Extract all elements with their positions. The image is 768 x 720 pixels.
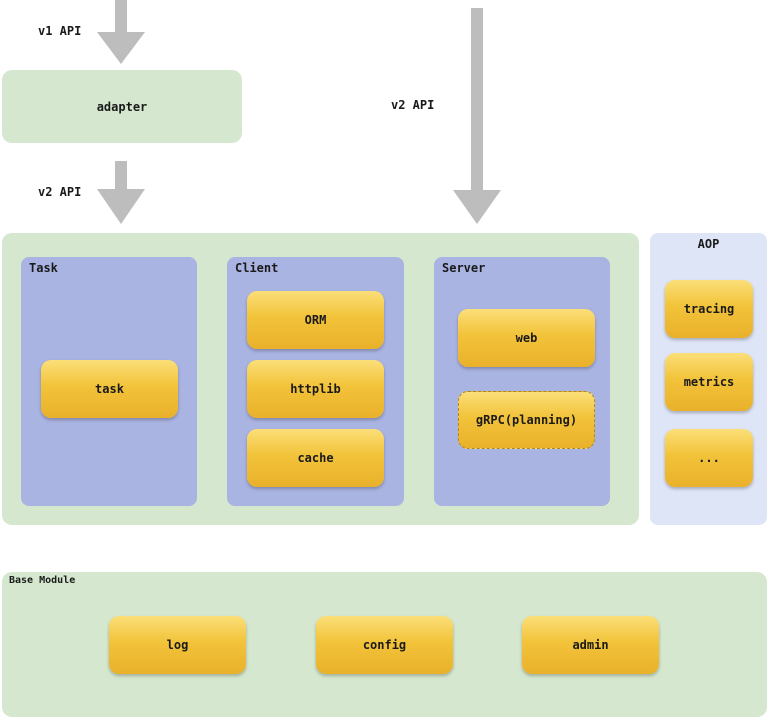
ellipsis-box: ... (665, 429, 753, 487)
metrics-box: metrics (665, 353, 753, 411)
tracing-box: tracing (665, 280, 753, 338)
task-box: task (41, 360, 178, 418)
cache-box: cache (247, 429, 384, 487)
httplib-box: httplib (247, 360, 384, 418)
config-box: config (316, 616, 453, 674)
task-group-title: Task (29, 261, 58, 275)
adapter-box: adapter (2, 70, 242, 143)
adapter-label: adapter (96, 99, 148, 114)
aop-title: AOP (697, 237, 720, 251)
admin-box: admin (522, 616, 659, 674)
web-box: web (458, 309, 595, 367)
log-box: log (109, 616, 246, 674)
client-group-title: Client (235, 261, 279, 275)
server-group: Server (434, 257, 610, 506)
v2-api-arrow-right (453, 8, 501, 224)
server-group-title: Server (442, 261, 486, 275)
v2-api-label-left: v2 API (38, 185, 82, 199)
grpc-planning-box: gRPC(planning) (458, 391, 595, 449)
v2-api-label-right: v2 API (391, 98, 435, 112)
v1-api-arrow (97, 0, 145, 64)
orm-box: ORM (247, 291, 384, 349)
base-module-title: Base Module (9, 575, 76, 586)
v1-api-label: v1 API (38, 24, 82, 38)
v2-api-arrow-left (97, 161, 145, 224)
